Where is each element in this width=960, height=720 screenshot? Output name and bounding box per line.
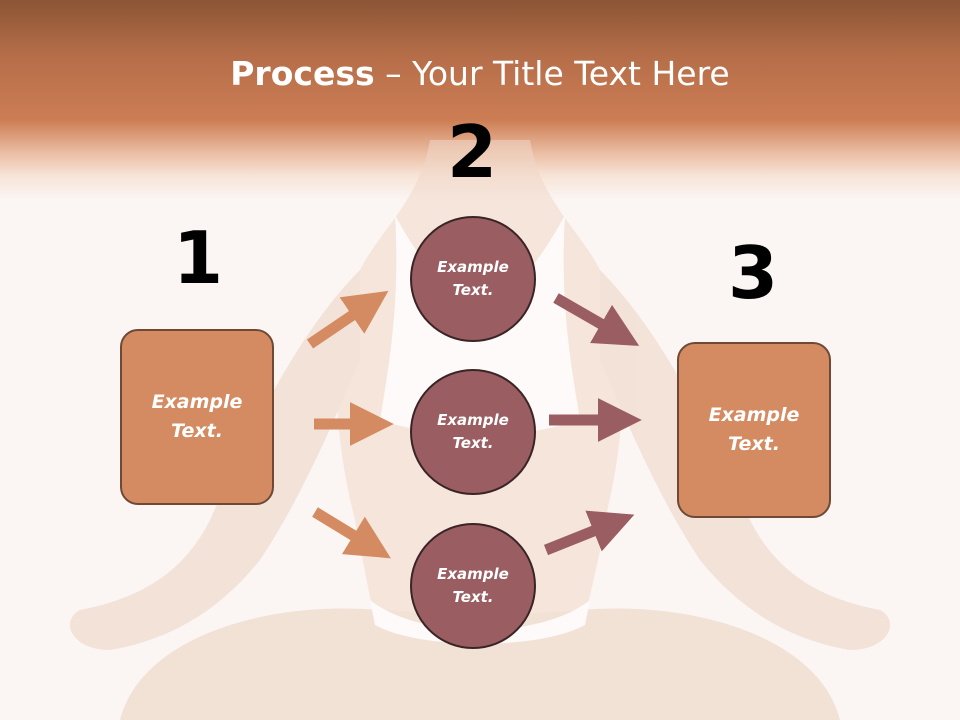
step-number-1: 1: [172, 216, 224, 300]
step-3-box-line1: Example: [708, 404, 800, 426]
title-bold-text: Process: [230, 54, 375, 93]
step-1-box: Example Text.: [120, 329, 274, 505]
arrow-box1-to-circle-bottom: [312, 507, 391, 559]
slide-title: Process – Your Title Text Here: [0, 52, 960, 96]
step-3-box-line2: Text.: [728, 433, 780, 455]
step-2-circle-bottom: Example Text.: [410, 523, 536, 649]
step-number-3: 3: [727, 231, 779, 315]
circle-middle-line1: Example: [437, 411, 509, 429]
step-2-circle-top: Example Text.: [410, 216, 536, 342]
step-1-box-line2: Text.: [171, 420, 223, 442]
arrow-circle-top-to-box3: [553, 293, 640, 346]
circle-top-line1: Example: [437, 258, 509, 276]
arrow-box1-to-circle-top: [306, 290, 389, 349]
circle-top-line2: Text.: [452, 281, 494, 299]
title-rest-text: – Your Title Text Here: [374, 54, 730, 93]
circle-middle-line2: Text.: [452, 434, 494, 452]
step-2-circle-middle: Example Text.: [410, 369, 536, 495]
step-number-2: 2: [446, 110, 498, 194]
arrow-circle-bottom-to-box3: [543, 510, 635, 556]
step-3-box: Example Text.: [677, 342, 831, 518]
circle-bottom-line2: Text.: [452, 588, 494, 606]
step-1-box-line1: Example: [151, 391, 243, 413]
circle-bottom-line1: Example: [437, 565, 509, 583]
